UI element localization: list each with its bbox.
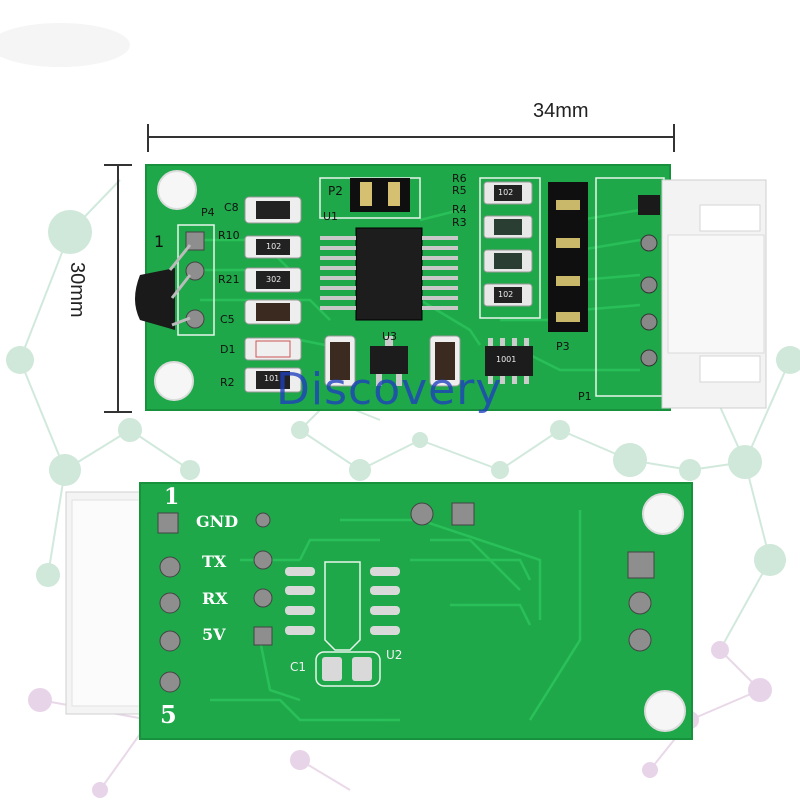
- label-5v: 5V: [202, 625, 226, 644]
- label-gnd: GND: [196, 512, 239, 531]
- label-p1: P1: [578, 390, 592, 403]
- label-bottom-pin5: 5: [160, 700, 177, 729]
- label-p2: P2: [328, 184, 343, 198]
- label-c8: C8: [224, 201, 239, 214]
- label-res-101: 101: [264, 374, 280, 383]
- label-d1: D1: [220, 343, 236, 356]
- label-res-1001: 1001: [496, 355, 517, 364]
- label-rx: RX: [202, 589, 228, 608]
- label-r3: R3: [452, 216, 467, 229]
- label-res-102-c: 102: [498, 290, 514, 299]
- label-u1: U1: [323, 210, 339, 223]
- label-r2: R2: [220, 376, 235, 389]
- label-pin-one: 1: [154, 232, 165, 251]
- label-res-102-b: 102: [498, 188, 514, 197]
- label-bottom-pin1: 1: [164, 484, 180, 510]
- label-r6: R6: [452, 172, 467, 185]
- label-res-102-a: 102: [266, 242, 282, 251]
- label-r5: R5: [452, 184, 467, 197]
- label-res-302: 302: [266, 275, 282, 284]
- watermark-text: Discovery: [276, 364, 503, 415]
- label-r21: R21: [218, 273, 240, 286]
- label-c5: C5: [220, 313, 235, 326]
- label-p3: P3: [556, 340, 570, 353]
- label-p4: P4: [201, 206, 215, 219]
- width-dimension-label: 34mm: [533, 100, 589, 122]
- label-tx: TX: [202, 552, 227, 571]
- label-r10: R10: [218, 229, 240, 242]
- label-c1: C1: [290, 660, 307, 674]
- label-u3: U3: [382, 330, 398, 343]
- label-u2: U2: [386, 648, 403, 662]
- label-r4: R4: [452, 203, 467, 216]
